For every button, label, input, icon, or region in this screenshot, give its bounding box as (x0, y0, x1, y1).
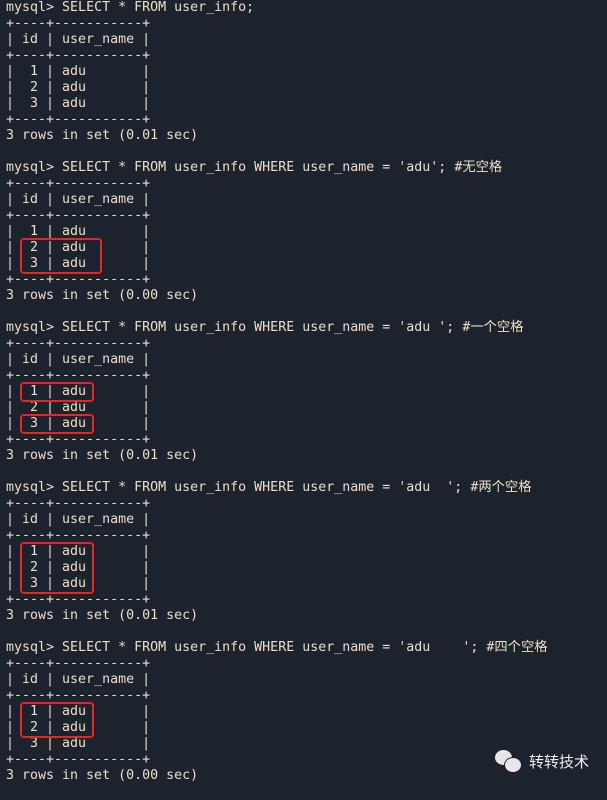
table-border: +----+-----------+ (6, 336, 151, 351)
query-line: mysql> SELECT * FROM user_info WHERE use… (6, 320, 548, 336)
table-row: | 1 | adu | (6, 704, 151, 719)
highlight-box (20, 414, 94, 434)
table-border: +----+-----------+ (6, 112, 151, 127)
query-comment: #一个空格 (462, 320, 524, 335)
query-block: mysql> SELECT * FROM user_info WHERE use… (6, 320, 548, 480)
query-block: mysql> SELECT * FROM user_info;+----+---… (6, 0, 548, 160)
prompt: mysql> (6, 480, 63, 495)
table-header: | id | user_name | (6, 352, 151, 367)
prompt: mysql> (6, 320, 63, 335)
query-text: SELECT * FROM user_info; (62, 0, 255, 15)
table-header: | id | user_name | (6, 192, 151, 207)
query-text: SELECT * FROM user_info WHERE user_name … (62, 640, 487, 655)
table-border: +----+-----------+ (6, 752, 151, 767)
table-border: +----+-----------+ (6, 496, 151, 511)
table-border: +----+-----------+ (6, 528, 151, 543)
result-summary: 3 rows in set (0.01 sec) (6, 128, 199, 143)
watermark-text: 转转技术 (528, 752, 589, 771)
table-row: | 3 | adu | (6, 736, 151, 751)
table-row: | 1 | adu | (6, 224, 151, 239)
query-text: SELECT * FROM user_info WHERE user_name … (62, 320, 463, 335)
table-row: | 3 | adu | (6, 416, 151, 431)
query-line: mysql> SELECT * FROM user_info WHERE use… (6, 640, 548, 656)
prompt: mysql> (6, 0, 63, 15)
table-border: +----+-----------+ (6, 688, 151, 703)
table-header: | id | user_name | (6, 512, 151, 527)
result-summary: 3 rows in set (0.00 sec) (6, 768, 199, 783)
table-border: +----+-----------+ (6, 48, 151, 63)
table-row: | 1 | adu | (6, 544, 151, 559)
table-border: +----+-----------+ (6, 176, 151, 191)
table-row: | 3 | adu | (6, 256, 151, 271)
query-block: mysql> SELECT * FROM user_info WHERE use… (6, 640, 548, 800)
query-block: mysql> SELECT * FROM user_info WHERE use… (6, 160, 548, 320)
table-border: +----+-----------+ (6, 208, 151, 223)
table-row: | 2 | adu | (6, 80, 151, 95)
result-summary: 3 rows in set (0.01 sec) (6, 448, 199, 463)
table-border: +----+-----------+ (6, 432, 151, 447)
table-border: +----+-----------+ (6, 16, 151, 31)
table-row: | 1 | adu | (6, 64, 151, 79)
table-row: | 2 | adu | (6, 720, 151, 735)
query-line: mysql> SELECT * FROM user_info; (6, 0, 548, 16)
prompt: mysql> (6, 640, 63, 655)
query-line: mysql> SELECT * FROM user_info WHERE use… (6, 480, 548, 496)
query-text: SELECT * FROM user_info WHERE user_name … (62, 160, 455, 175)
table-row: | 3 | adu | (6, 576, 151, 591)
query-text: SELECT * FROM user_info WHERE user_name … (62, 480, 471, 495)
highlight-box (20, 702, 94, 738)
highlight-box (20, 542, 94, 594)
query-block: mysql> SELECT * FROM user_info WHERE use… (6, 480, 548, 640)
table-border: +----+-----------+ (6, 656, 151, 671)
terminal-output: mysql> SELECT * FROM user_info;+----+---… (6, 0, 548, 800)
table-row: | 1 | adu | (6, 384, 151, 399)
table-border: +----+-----------+ (6, 592, 151, 607)
watermark: 转转技术 (494, 750, 589, 773)
table-row: | 2 | adu | (6, 400, 151, 415)
table-row: | 2 | adu | (6, 240, 151, 255)
table-border: +----+-----------+ (6, 272, 151, 287)
query-comment: #四个空格 (486, 640, 548, 655)
wechat-icon (494, 750, 522, 773)
query-comment: #无空格 (454, 160, 503, 175)
highlight-box (20, 238, 102, 274)
table-border: +----+-----------+ (6, 368, 151, 383)
table-row: | 3 | adu | (6, 96, 151, 111)
query-comment: #两个空格 (470, 480, 532, 495)
highlight-box (20, 382, 94, 402)
query-line: mysql> SELECT * FROM user_info WHERE use… (6, 160, 548, 176)
table-header: | id | user_name | (6, 672, 151, 687)
table-row: | 2 | adu | (6, 560, 151, 575)
result-summary: 3 rows in set (0.00 sec) (6, 288, 199, 303)
result-summary: 3 rows in set (0.01 sec) (6, 608, 199, 623)
prompt: mysql> (6, 160, 63, 175)
table-header: | id | user_name | (6, 32, 151, 47)
